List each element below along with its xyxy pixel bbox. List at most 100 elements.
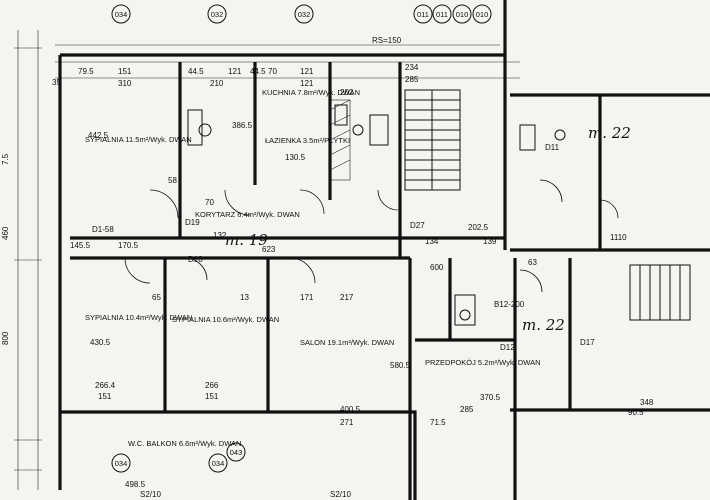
svg-text:034: 034 [212,459,225,468]
dimension-label: D1-58 [92,225,114,234]
dimension-label: 132 [213,231,227,240]
room-label: KUCHNIA 7.8m²/Wyk. DWAN [262,88,360,97]
dimension-label: RS=150 [372,36,402,45]
dimension-label: 79.5 [78,67,94,76]
dimension-label: 145.5 [70,241,91,250]
dimension-label: B12-200 [494,300,525,309]
dimension-label: 13 [240,293,249,302]
dimension-label: 271 [340,418,354,427]
room-label: SYPIALNIA 10.4m²/Wyk. DWAN [85,313,192,322]
dimension-label: D11 [545,143,560,152]
dimension-label: 285 [460,405,474,414]
dimension-label: 442.5 [88,131,109,140]
room-label: PRZEDPOKÓJ 5.2m²/Wyk. DWAN [425,358,541,367]
dimension-label: S2/10 [140,490,161,499]
dimension-label: 151 [118,67,132,76]
dimension-label: 202.5 [468,223,489,232]
dimension-label: 170.5 [118,241,139,250]
dimension-label: 370.5 [480,393,501,402]
grid-bubble: 011 [413,4,433,24]
room-labels: SYPIALNIA 11.5m²/Wyk. DWAN KUCHNIA 7.8m²… [85,88,541,448]
svg-text:034: 034 [115,10,128,19]
dimension-label: D27 [410,221,425,230]
dimension-label: 134 [425,237,439,246]
dimension-label: 498.5 [125,480,146,489]
dimension-label: 266 [205,381,219,390]
dimension-label: D17 [580,338,595,347]
dimension-label: 580.5 [390,361,411,370]
dimension-label: 285 [405,75,419,84]
dimension-label: 348 [640,398,654,407]
grid-bubbles: 034 032 032 011 011 010 010 034 [111,4,492,473]
dimension-label: 7.5 [1,153,10,165]
svg-text:010: 010 [456,10,469,19]
room-label: SALON 19.1m²/Wyk. DWAN [300,338,394,347]
dimension-label: S2/10 [330,490,351,499]
dimension-label: 800 [1,331,10,345]
staircase [404,89,691,321]
dimension-label: 171 [300,293,314,302]
dimension-label: 139 [483,237,497,246]
hatched-core [329,99,351,181]
grid-bubble: 010 [452,4,472,24]
dimension-label: 623 [262,245,276,254]
svg-text:010: 010 [476,10,489,19]
dimension-label: 63 [528,258,537,267]
room-label: W.C. BALKON 6.6m²/Wyk. DWAN [128,439,241,448]
svg-text:034: 034 [115,459,128,468]
grid-bubble: 010 [472,4,492,24]
dimension-label: 151 [98,392,112,401]
handwritten-note: m. 22 [522,316,565,334]
dimension-label: 430.5 [90,338,111,347]
dimension-label: 600 [430,263,444,272]
handwritten-note: m. 19 [225,231,268,249]
dimension-label: 44.5 [188,67,204,76]
dimension-label: 90.5 [628,408,644,417]
dimension-label: 460 [1,226,10,240]
dimension-label: 44.5 [250,67,266,76]
dimension-label: 70 [268,67,277,76]
dimension-label: 234 [405,63,419,72]
dimension-label: 65 [152,293,161,302]
grid-bubble: 034 [208,453,228,473]
dimension-label: 70 [205,198,214,207]
handwritten-note: m. 22 [588,124,631,142]
grid-bubble: 043 [226,442,246,462]
svg-text:032: 032 [298,10,311,19]
dimension-label: 210 [210,79,224,88]
dimension-label: 58 [168,176,177,185]
dimension-label: 121 [300,67,314,76]
grid-bubble: 034 [111,453,131,473]
room-label: ŁAZIENKA 3.5m²/PŁYTKI [265,136,350,145]
dimension-label: 71.5 [430,418,446,427]
dimension-label: D19 [185,218,200,227]
svg-text:011: 011 [417,10,429,19]
grid-bubble: 011 [432,4,452,24]
dimension-label: 1110 [610,233,627,242]
dimension-label: 202 [340,88,354,97]
grid-bubble: 032 [207,4,227,24]
room-label: SYPIALNIA 11.5m²/Wyk. DWAN [85,135,192,144]
dimension-label: D18 [188,255,203,264]
svg-text:043: 043 [230,448,243,457]
dimension-label: 121 [300,79,314,88]
dimension-label: 151 [205,392,219,401]
room-label: SYPIALNIA 10.6m²/Wyk. DWAN [172,315,279,324]
dimension-label: 217 [340,293,354,302]
dimension-label: 400.5 [340,405,361,414]
dimension-label: 121 [228,67,242,76]
grid-bubble: 032 [294,4,314,24]
bathroom-fixtures [187,104,566,326]
dimension-label: D12 [500,343,515,352]
grid-bubble: 034 [111,4,131,24]
svg-text:011: 011 [436,10,448,19]
dimension-label: 310 [118,79,132,88]
dimension-label: 266.4 [95,381,116,390]
room-label: KORYTARZ 6.4m²/Wyk. DWAN [195,210,300,219]
dimension-label: 35 [52,78,61,87]
door-swings [124,179,619,293]
dimension-label: 130.5 [285,153,306,162]
dimension-label: 386.5 [232,121,253,130]
